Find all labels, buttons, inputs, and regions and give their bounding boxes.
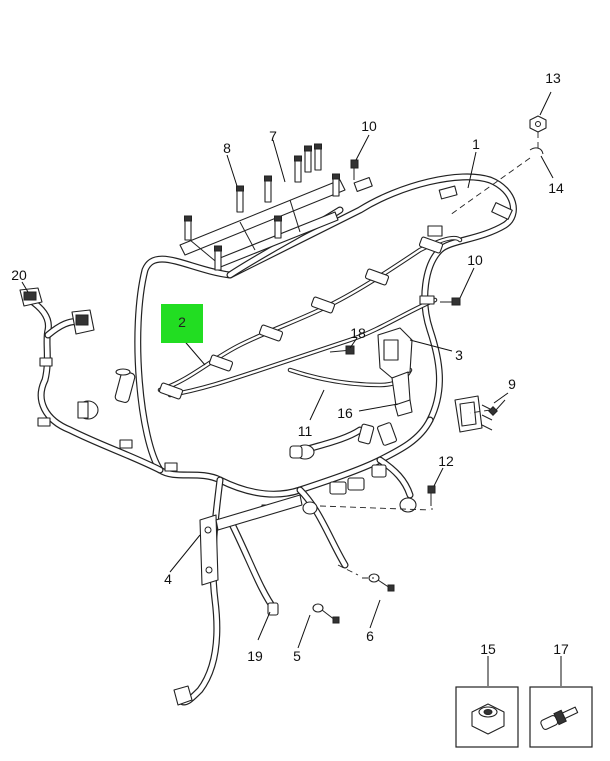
module-9 xyxy=(454,395,493,433)
bolt-6 xyxy=(368,573,395,592)
connector-20 xyxy=(19,287,43,307)
callout-13[interactable]: 13 xyxy=(545,70,561,86)
nut-13 xyxy=(529,115,547,133)
callout-10-top[interactable]: 10 xyxy=(361,118,377,134)
callout-19[interactable]: 19 xyxy=(247,648,263,664)
callout-9[interactable]: 9 xyxy=(508,376,516,392)
callout-1[interactable]: 1 xyxy=(472,136,480,152)
callout-16[interactable]: 16 xyxy=(337,405,353,421)
callout-8[interactable]: 8 xyxy=(223,140,231,156)
sub-harness-wires xyxy=(157,235,463,398)
highlight-box-2 xyxy=(161,304,203,343)
main-harness xyxy=(26,173,517,706)
callout-11[interactable]: 11 xyxy=(298,423,313,439)
clip-14 xyxy=(529,147,544,155)
callout-18[interactable]: 18 xyxy=(350,325,366,341)
dashed-guides xyxy=(319,132,539,579)
bracket-4 xyxy=(199,494,303,586)
callout-12[interactable]: 12 xyxy=(438,453,454,469)
detail-box-17 xyxy=(529,686,593,748)
injector-rail-bracket xyxy=(179,179,346,269)
bolt-10-right xyxy=(440,297,461,306)
connector-bottom-left xyxy=(173,685,193,706)
callout-10-right[interactable]: 10 xyxy=(467,252,483,268)
callout-20[interactable]: 20 xyxy=(11,267,27,283)
callout-2[interactable]: 2 xyxy=(178,314,186,330)
injector-studs xyxy=(184,143,340,271)
callout-3[interactable]: 3 xyxy=(455,347,463,363)
connector-block-3 xyxy=(377,327,413,417)
callout-4[interactable]: 4 xyxy=(164,571,172,587)
clip-19 xyxy=(267,602,279,616)
callout-7[interactable]: 7 xyxy=(269,128,277,144)
bolt-5 xyxy=(312,603,340,624)
callout-17[interactable]: 17 xyxy=(553,641,569,657)
callout-6[interactable]: 6 xyxy=(366,628,374,644)
callout-labels: 1 3 4 5 6 7 8 9 10 10 11 12 13 14 15 16 … xyxy=(11,70,569,664)
bolt-18 xyxy=(329,345,355,355)
callout-15[interactable]: 15 xyxy=(480,641,496,657)
connector-group-lower-right xyxy=(302,464,417,515)
connector-left-mid xyxy=(71,309,95,335)
grommet-left xyxy=(77,400,99,420)
callout-5[interactable]: 5 xyxy=(293,648,301,664)
callout-14[interactable]: 14 xyxy=(548,180,564,196)
detail-box-15 xyxy=(455,686,519,748)
bolt-10-top xyxy=(350,159,359,180)
sensor-cylinder-left xyxy=(114,368,136,403)
sub-harness-connectors xyxy=(158,236,444,400)
screw-9 xyxy=(488,399,506,416)
connector-16 xyxy=(357,422,397,446)
bolt-12 xyxy=(427,485,436,506)
connector-11 xyxy=(289,444,315,460)
